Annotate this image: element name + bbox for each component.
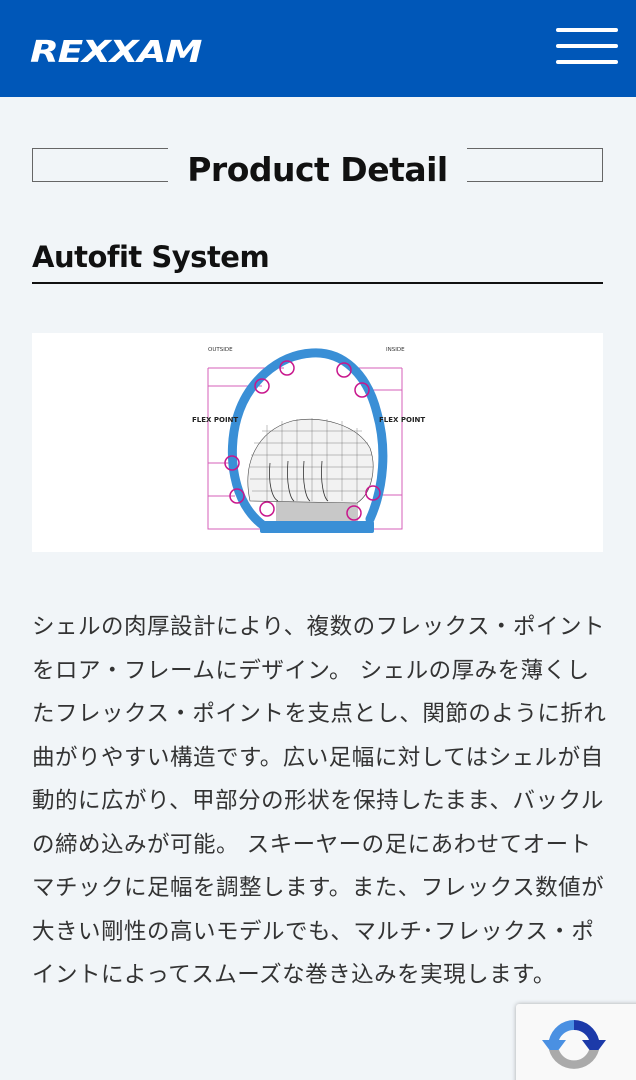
- boot-shell-diagram-icon: OUTSIDE INSIDE FLEX POINT FLEX POINT: [192, 347, 425, 533]
- outside-label: OUTSIDE: [208, 347, 233, 353]
- site-header: REXXAM: [0, 0, 636, 97]
- rexxam-logo[interactable]: REXXAM: [30, 35, 202, 70]
- title-bracket-right: [467, 148, 603, 182]
- menu-bar: [556, 60, 618, 64]
- hamburger-menu-icon[interactable]: [556, 26, 618, 70]
- inside-label: INSIDE: [386, 347, 405, 353]
- page-title: Product Detail: [187, 150, 448, 189]
- menu-bar: [556, 28, 618, 32]
- feature-description: シェルの肉厚設計により、複数のフレックス・ポイントをロア・フレームにデザイン。 …: [32, 614, 607, 988]
- recaptcha-badge[interactable]: [516, 1004, 636, 1080]
- feature-heading: Autofit System: [32, 238, 603, 284]
- flex-point-left-label: FLEX POINT: [192, 416, 238, 424]
- menu-bar: [556, 44, 618, 48]
- section-title-block: Product Detail: [32, 148, 603, 189]
- recaptcha-icon: [542, 1020, 606, 1069]
- autofit-diagram: OUTSIDE INSIDE FLEX POINT FLEX POINT: [32, 333, 603, 552]
- title-bracket-left: [32, 148, 168, 182]
- flex-point-right-label: FLEX POINT: [379, 416, 425, 424]
